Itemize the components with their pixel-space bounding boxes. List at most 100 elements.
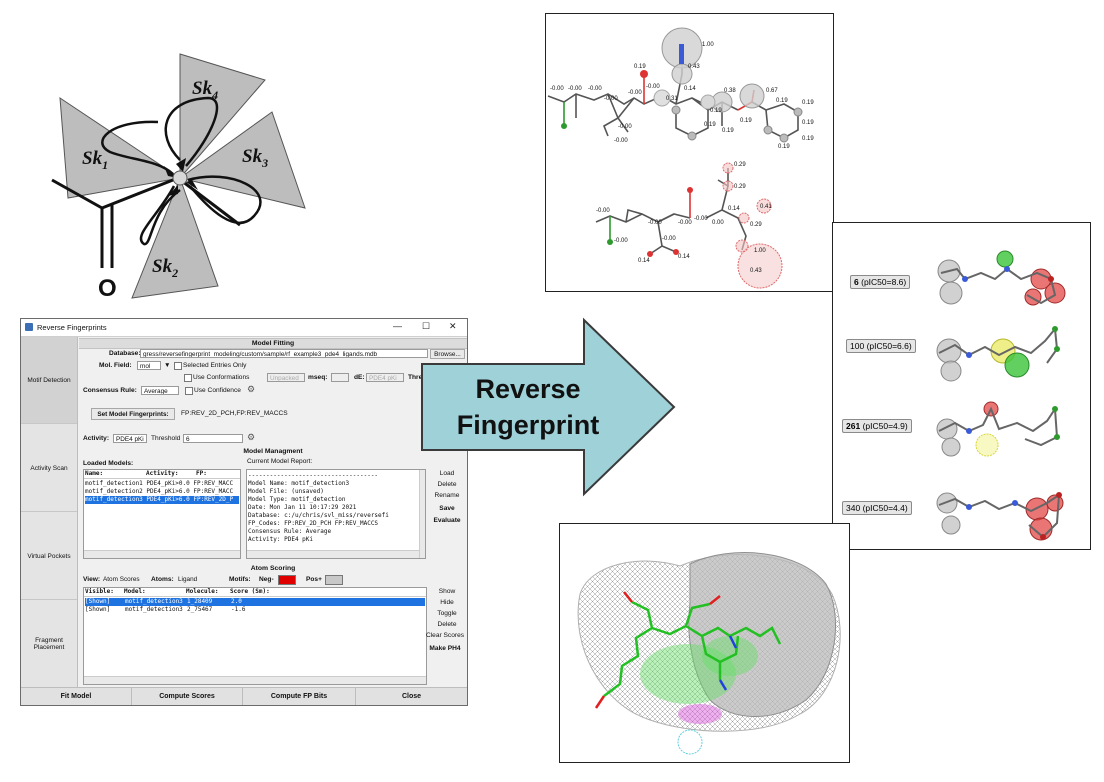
pos-color-swatch[interactable] [325,575,343,585]
close-button[interactable]: Close [401,693,422,700]
svg-text:0.14: 0.14 [728,206,740,212]
selected-only-checkbox[interactable] [174,362,182,370]
mseq-label: mseq: [308,374,328,381]
nav-fragment-placement[interactable]: Fragment Placement [21,601,77,688]
show-button[interactable]: Show [438,588,456,595]
activity-label: Activity: [83,435,110,442]
make-ph4-button[interactable]: Make PH4 [429,645,461,652]
pos-label: Pos+ [306,576,322,583]
svg-text:0.19: 0.19 [704,122,716,128]
compute-fp-bits-button[interactable]: Compute FP Bits [243,688,356,705]
compound-label-100: 100 (pIC50=6.6) [846,339,916,353]
nav-motif-detection[interactable]: Motif Detection [21,337,77,424]
maximize-button[interactable]: ☐ [422,321,431,331]
negative-surface [722,180,734,192]
save-button[interactable]: Save [439,505,455,512]
lower-molecule-labels: 0.29 0.29 0.14 0.41 0.29 1.00 0.43 -0.00… [596,162,772,274]
ligand-nitrogens [718,635,738,691]
atom-sphere [739,83,765,109]
svg-text:-0.00: -0.00 [648,220,662,226]
atom-sphere [653,89,671,107]
main-content: Model Fitting Database: gress/reversefin… [79,337,467,687]
database-field[interactable]: gress/reversefingerprint_modeling/custom… [140,349,428,358]
consensus-rule-label: Consensus Rule: [83,387,137,394]
atom-scores-header: Visible: Model: Molecule: Score (Sm): [84,588,426,597]
atom-sphere [700,94,716,110]
compound-label-340: 340 (pIC50=4.4) [842,501,912,515]
svg-text:0.19: 0.19 [776,98,788,104]
svg-text:0.19: 0.19 [710,108,722,114]
view-label: View: [83,576,101,583]
atoms-label: Atoms: [151,576,174,583]
ligand-sticks [603,600,782,697]
negative-surface [756,198,772,214]
compute-scores-button[interactable]: Compute Scores [132,688,243,705]
atom-sphere [671,105,681,115]
svg-text:1.00: 1.00 [754,248,766,254]
negative-surface [735,239,749,253]
atom-scores-list: Visible: Model: Molecule: Score (Sm): [S… [83,587,427,685]
neg-color-swatch[interactable] [278,575,296,585]
score-row[interactable]: [Shown] motif_detection3 2_75467 -1.6 [85,606,246,613]
nav-activity-scan[interactable]: Activity Scan [21,425,77,512]
svg-text:0.67: 0.67 [766,88,778,94]
gear-icon[interactable]: ⚙ [247,384,256,394]
selected-only-label: Selected Entries Only [183,362,247,369]
negative-region [678,704,722,724]
consensus-rule-select[interactable]: Average [141,386,179,395]
close-window-button[interactable]: ✕ [449,321,457,331]
side-nav: Motif Detection Activity Scan Virtual Po… [21,337,78,688]
view-select[interactable]: Atom Scores [103,576,140,583]
use-confidence-checkbox[interactable] [185,387,193,395]
atom-scoring-header: Atom Scoring [250,565,296,572]
current-report-label: Current Model Report: [247,458,313,465]
delete-score-button[interactable]: Delete [437,621,457,628]
scores-horizontal-scrollbar[interactable] [84,676,426,684]
oxygen-label: O [98,275,117,302]
use-conformations-checkbox[interactable] [184,374,192,382]
delete-model-button[interactable]: Delete [437,481,457,488]
sk1-label: Sk1 [82,148,108,172]
report-horizontal-scrollbar[interactable] [247,550,419,558]
lower-molecule-surfaces [607,162,783,289]
report-vertical-scrollbar[interactable] [419,470,425,558]
svg-text:-0.00: -0.00 [614,238,628,244]
svg-text:0.31: 0.31 [666,96,678,102]
negative-surface [722,162,734,174]
model-row[interactable]: motif_detection1 PDE4_pKi>0.0 FP:REV_MAC… [85,480,234,487]
rename-button[interactable]: Rename [434,492,460,499]
atom-sphere [779,133,789,143]
toggle-button[interactable]: Toggle [437,610,457,617]
score-row-selected[interactable]: [Shown] motif_detection3 1_28409 2.0 [85,598,425,606]
set-model-fingerprints-button[interactable]: Set Model Fingerprints: [91,408,175,420]
activity-threshold-field[interactable]: 6 [183,434,243,443]
atoms-select[interactable]: Ligand [178,576,198,583]
load-button[interactable]: Load [439,470,455,477]
svg-text:0.43: 0.43 [750,268,762,274]
svg-text:1.00: 1.00 [702,42,714,48]
evaluate-button[interactable]: Evaluate [433,517,461,524]
minimize-button[interactable]: — [393,321,402,331]
mol-field-select[interactable]: mol [137,361,161,370]
hide-button[interactable]: Hide [440,599,454,606]
reverse-fingerprint-arrow: Reverse Fingerprint [421,317,676,497]
fit-model-button[interactable]: Fit Model [21,688,132,705]
activity-select[interactable]: PDE4 pKi [113,434,147,443]
activity-gear-icon[interactable]: ⚙ [247,432,256,442]
sk3-label: Sk3 [242,146,268,170]
compound-label-261: 261 (pIC50=4.9) [842,419,912,433]
model-row-selected[interactable]: motif_detection3 PDE4_pKi>6.0 FP:REV_2D_… [85,496,239,504]
fingerprints-value: FP:REV_2D_PCH,FP:REV_MACCS [181,410,288,417]
svg-text:0.19: 0.19 [802,100,814,106]
clear-scores-button[interactable]: Clear Scores [425,632,465,639]
loaded-models-header: Name: Activity: FP: [84,470,240,479]
nitrogen-atom [679,44,684,64]
arrow-shape [421,317,676,497]
svg-text:0.29: 0.29 [734,184,746,190]
model-row[interactable]: motif_detection2 PDE4_pKi>6.0 FP:REV_MAC… [85,488,234,495]
nav-virtual-pockets[interactable]: Virtual Pockets [21,513,77,600]
models-horizontal-scrollbar[interactable] [84,550,240,558]
compound-label-6: 6 (pIC50=8.6) [850,275,911,289]
browse-button[interactable]: Browse... [430,349,465,359]
fluorine-atom [607,239,613,245]
